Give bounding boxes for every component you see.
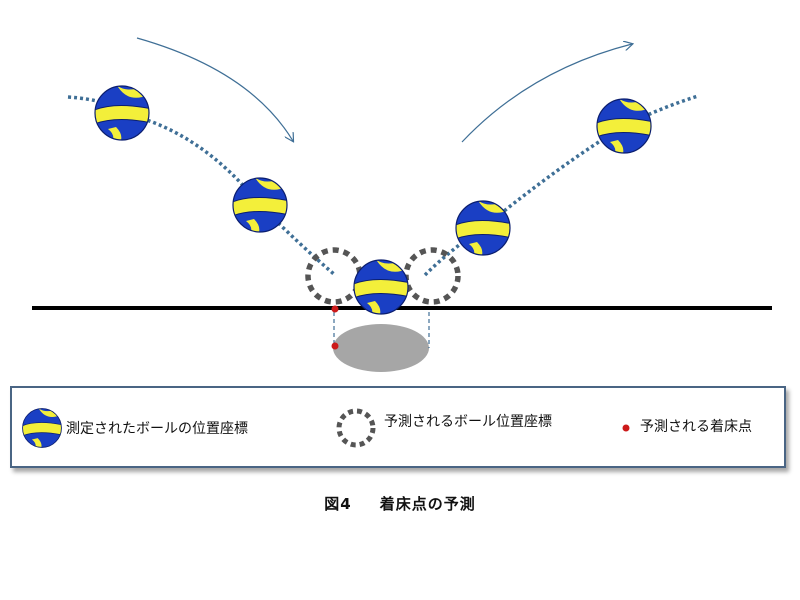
predicted-ball-position-right [403,247,461,305]
measured-ball-4 [453,198,513,258]
incoming-direction-arrow [136,37,293,141]
red-dot-icon [622,424,630,432]
floor-contact-area [333,324,429,372]
dashed-ring-icon [336,408,376,448]
volleyball-icon [22,408,62,448]
landing-point-floor [331,305,339,313]
legend-label-landing: 予測される着床点 [640,419,752,435]
outgoing-trajectory [423,94,699,277]
measured-ball-5 [594,96,654,156]
figure-title: 着床点の予測 [379,495,476,513]
legend-item-predicted: 予測されるボール位置座標 [334,406,552,450]
legend-label-predicted: 予測されるボール位置座標 [384,414,552,430]
legend-item-measured: 測定されたボールの位置座標 [22,408,248,448]
figure-number: 図4 [324,495,352,513]
outgoing-direction-arrow [461,44,632,143]
measured-ball-1 [92,83,152,143]
predicted-ball-position-left [305,247,363,305]
measured-ball-2 [230,175,290,235]
landing-point-contact [331,342,339,350]
figure-caption: 図4 着床点の予測 [0,493,800,514]
legend-label-measured: 測定されたボールの位置座標 [66,421,248,437]
legend-item-landing: 予測される着床点 [620,416,752,436]
legend-box: 測定されたボールの位置座標 予測されるボール位置座標 予測される着床点 [10,386,786,468]
